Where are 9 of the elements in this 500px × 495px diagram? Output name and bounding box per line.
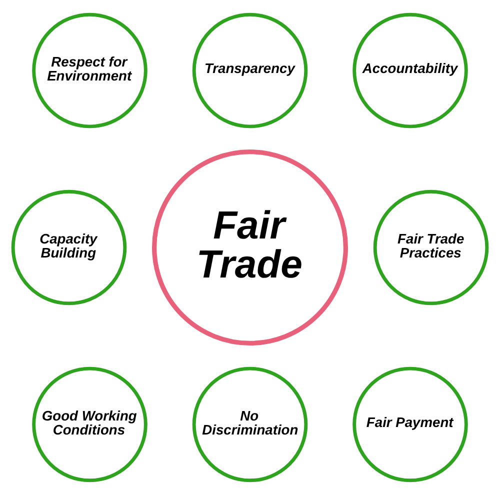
node-circle: Fair Trade Practices (373, 190, 489, 306)
node-circle: No Discrimination (192, 366, 308, 482)
node-circle: Transparency (192, 12, 308, 128)
node-circle: Capacity Building (11, 190, 127, 306)
node-circle: Accountability (352, 12, 468, 128)
node-circle: Respect for Environment (32, 12, 148, 128)
node-circle: Fair Trade (152, 150, 348, 346)
node-circle: Fair Payment (352, 366, 468, 482)
node-circle: Good Working Conditions (32, 366, 148, 482)
